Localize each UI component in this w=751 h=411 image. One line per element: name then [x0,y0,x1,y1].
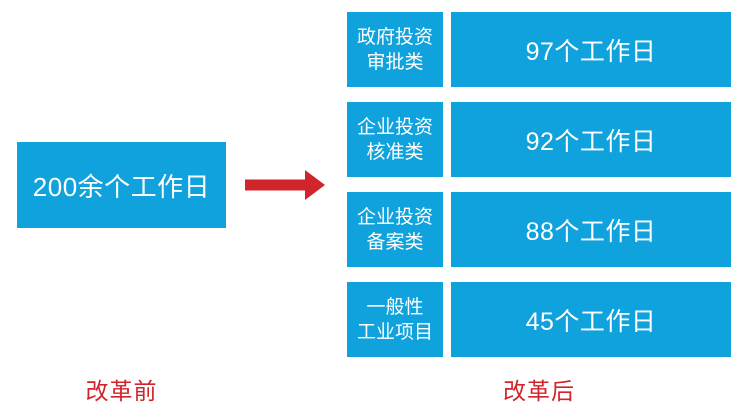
caption-after-reform: 改革后 [503,378,575,404]
value-box: 45个工作日 [451,282,731,357]
value-box: 97个工作日 [451,12,731,87]
after-row-government-approval: 政府投资 审批类 97个工作日 [347,12,731,87]
category-line2: 核准类 [366,141,424,163]
category-box: 一般性 工业项目 [347,282,443,357]
category-line2: 工业项目 [356,321,433,343]
value-box: 88个工作日 [451,192,731,267]
category-line1: 企业投资 [356,206,433,228]
after-row-general-industrial: 一般性 工业项目 45个工作日 [347,282,731,357]
before-days-box: 200余个工作日 [17,142,226,228]
value-label: 88个工作日 [525,217,657,246]
after-rows: 政府投资 审批类 97个工作日 企业投资 核准类 92个工作日 企业投资 备案类… [347,12,731,357]
after-row-enterprise-verification: 企业投资 核准类 92个工作日 [347,102,731,177]
category-line2: 备案类 [366,231,424,253]
value-label: 97个工作日 [525,37,657,66]
category-box: 企业投资 备案类 [347,192,443,267]
category-line2: 审批类 [366,51,424,73]
category-line1: 企业投资 [356,116,433,138]
right-arrow-icon [245,170,325,200]
after-row-enterprise-filing: 企业投资 备案类 88个工作日 [347,192,731,267]
category-line1: 一般性 [366,296,424,318]
category-box: 企业投资 核准类 [347,102,443,177]
value-box: 92个工作日 [451,102,731,177]
caption-before-reform: 改革前 [85,378,158,404]
value-label: 92个工作日 [525,127,657,156]
before-days-label: 200余个工作日 [32,171,211,202]
category-box: 政府投资 审批类 [347,12,443,87]
value-label: 45个工作日 [525,307,657,336]
category-line1: 政府投资 [356,26,433,48]
